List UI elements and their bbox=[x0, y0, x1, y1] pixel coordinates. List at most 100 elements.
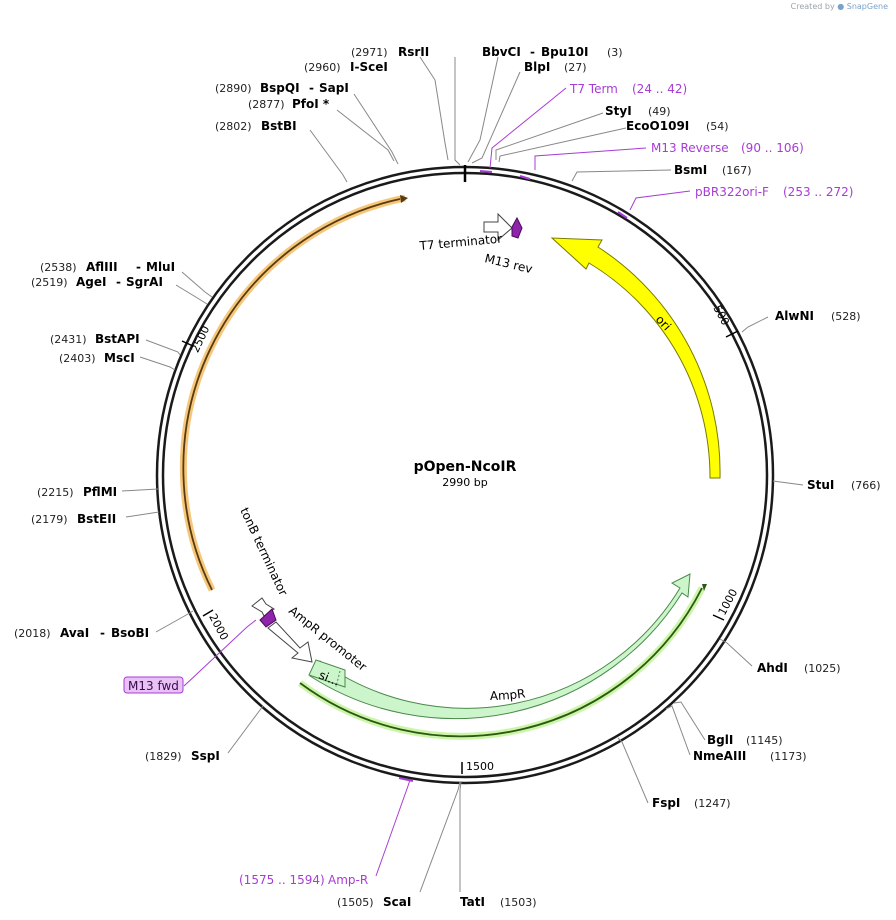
enzyme-bsteii[interactable]: (2179) BstEII bbox=[31, 512, 116, 526]
leader-stui bbox=[772, 480, 804, 486]
enzyme-position: (2519) bbox=[31, 276, 68, 289]
primer-pbr322ori-f[interactable]: pBR322ori-F (253 .. 272) bbox=[695, 185, 853, 199]
enzyme-name: AvaI bbox=[60, 626, 89, 640]
enzyme-stui[interactable]: StuI (766) bbox=[807, 478, 881, 492]
leader-bgli bbox=[673, 701, 706, 741]
leader-blpi bbox=[471, 71, 521, 164]
enzyme-styi[interactable]: StyI (49) bbox=[605, 104, 671, 118]
ampr-arc[interactable] bbox=[299, 587, 703, 738]
tick-mark-500 bbox=[725, 330, 739, 338]
leader-bstbi bbox=[309, 129, 348, 183]
enzyme-name: TatI bbox=[460, 895, 485, 909]
primer-range: (1575 .. 1594) bbox=[239, 873, 325, 887]
enzyme-name-2: BsoBI bbox=[111, 626, 149, 640]
leader-agei bbox=[175, 284, 208, 305]
watermark: Created by ● SnapGene bbox=[791, 2, 888, 11]
enzyme-bgli[interactable]: BglI (1145) bbox=[707, 733, 783, 747]
leader-i-scei bbox=[454, 57, 461, 166]
signal-sequence-feature[interactable] bbox=[308, 659, 346, 688]
enzyme-scai[interactable]: (1505) ScaI bbox=[337, 895, 411, 909]
leader-afliii bbox=[181, 271, 213, 298]
enzyme-i-scei[interactable]: (2960) I-SceI bbox=[304, 60, 388, 74]
ampr-label: AmpR bbox=[490, 686, 526, 703]
primer-m13-reverse[interactable]: M13 Reverse (90 .. 106) bbox=[651, 141, 804, 155]
enzyme-position: (1025) bbox=[804, 662, 841, 675]
m13-fwd-marker-icon[interactable] bbox=[259, 608, 277, 628]
enzyme-avai-bsobi[interactable]: (2018) AvaI - BsoBI bbox=[14, 626, 149, 640]
enzyme-separator: - bbox=[100, 626, 105, 640]
enzyme-bspqi-sapi[interactable]: (2890) BspQI - SapI bbox=[215, 81, 349, 95]
enzyme-fspi[interactable]: FspI (1247) bbox=[652, 796, 731, 810]
leader-pfoi bbox=[336, 109, 395, 162]
insert-arc[interactable] bbox=[182, 198, 401, 591]
enzyme-labels: (2971) RsrII BbvCI - Bpu10I (3) (2960) I… bbox=[14, 45, 881, 909]
enzyme-separator: - bbox=[309, 81, 314, 95]
enzyme-bbvci-bpu10i[interactable]: BbvCI - Bpu10I (3) bbox=[482, 45, 623, 59]
m13-rev-label: M13 rev bbox=[483, 251, 534, 276]
enzyme-position: (766) bbox=[851, 479, 881, 492]
enzyme-bsmi[interactable]: BsmI (167) bbox=[674, 163, 752, 177]
plasmid-length: 2990 bp bbox=[442, 476, 487, 489]
enzyme-position: (1247) bbox=[694, 797, 731, 810]
backbone-inner bbox=[161, 171, 769, 779]
enzyme-blpi[interactable]: BlpI (27) bbox=[524, 60, 587, 74]
enzyme-tati[interactable]: TatI (1503) bbox=[460, 895, 537, 909]
m13-rev-marker-icon[interactable] bbox=[511, 216, 523, 239]
watermark-prefix: Created by bbox=[790, 2, 835, 11]
ori-feature[interactable] bbox=[550, 237, 721, 479]
ampr-feature[interactable] bbox=[309, 573, 691, 720]
enzyme-rsrii[interactable]: (2971) RsrII bbox=[351, 45, 429, 59]
primer-name: T7 Term bbox=[569, 82, 618, 96]
enzyme-ecoo109i[interactable]: EcoO109I (54) bbox=[626, 119, 729, 133]
enzyme-name: EcoO109I bbox=[626, 119, 689, 133]
enzyme-pfoi[interactable]: (2877) PfoI * bbox=[248, 97, 330, 111]
enzyme-name: I-SceI bbox=[350, 60, 388, 74]
tick-label-500: 500 bbox=[711, 303, 732, 328]
primer-name: M13 fwd bbox=[128, 679, 179, 693]
plasmid-name: pOpen-NcoIR bbox=[414, 459, 517, 475]
enzyme-bstapi[interactable]: (2431) BstAPI bbox=[50, 332, 140, 346]
leader-ahdi bbox=[719, 638, 753, 667]
enzyme-name-2: SgrAI bbox=[126, 275, 163, 289]
primer-m13-fwd[interactable]: M13 fwd bbox=[123, 676, 184, 694]
tick-mark-2000 bbox=[202, 609, 214, 617]
enzyme-name: BsmI bbox=[674, 163, 707, 177]
enzyme-name-2: MluI bbox=[146, 260, 175, 274]
leader-bstapi bbox=[145, 339, 181, 356]
enzyme-ahdi[interactable]: AhdI (1025) bbox=[757, 661, 841, 675]
enzyme-bstbi[interactable]: (2802) BstBI bbox=[215, 119, 297, 133]
primer-name: pBR322ori-F bbox=[695, 185, 769, 199]
enzyme-separator: - bbox=[136, 260, 141, 274]
enzyme-sspi[interactable]: (1829) SspI bbox=[145, 749, 220, 763]
t7-terminator-arrow-icon[interactable] bbox=[483, 212, 513, 242]
ampr-promoter-arrow-icon[interactable] bbox=[267, 621, 313, 663]
enzyme-name: AhdI bbox=[757, 661, 788, 675]
enzyme-position: (2403) bbox=[59, 352, 96, 365]
primer-mark-amp-r bbox=[398, 777, 414, 782]
tick-label-1500: 1500 bbox=[466, 760, 494, 773]
enzyme-alwni[interactable]: AlwNI (528) bbox=[775, 309, 861, 323]
enzyme-name: MscI bbox=[104, 351, 135, 365]
enzyme-name: BstAPI bbox=[95, 332, 140, 346]
primer-name: M13 Reverse bbox=[651, 141, 729, 155]
leader-lines bbox=[121, 56, 804, 893]
enzyme-agei-sgrai[interactable]: (2519) AgeI - SgrAI bbox=[31, 275, 163, 289]
enzyme-position: (1503) bbox=[500, 896, 537, 909]
leader-sspi bbox=[227, 705, 264, 754]
primer-marks bbox=[398, 170, 628, 782]
enzyme-name: AlwNI bbox=[775, 309, 814, 323]
primer-amp-r[interactable]: (1575 .. 1594) Amp-R bbox=[239, 873, 368, 887]
primer-mark-m13-reverse bbox=[519, 175, 531, 180]
enzyme-position: (1145) bbox=[746, 734, 783, 747]
enzyme-afliii-mlui[interactable]: (2538) AflIII - MluI bbox=[40, 260, 175, 274]
primer-t7-term[interactable]: T7 Term (24 .. 42) bbox=[569, 82, 687, 96]
enzyme-name: ScaI bbox=[383, 895, 411, 909]
tonb-terminator-arrow-icon[interactable] bbox=[251, 597, 275, 617]
leader-alwni bbox=[741, 316, 769, 333]
enzyme-msci[interactable]: (2403) MscI bbox=[59, 351, 135, 365]
enzyme-nmeaiii[interactable]: NmeAIII (1173) bbox=[693, 749, 807, 763]
primer-range: (253 .. 272) bbox=[783, 185, 853, 199]
enzyme-separator: - bbox=[116, 275, 121, 289]
enzyme-pflmi[interactable]: (2215) PflMI bbox=[37, 485, 117, 499]
enzyme-position: (2179) bbox=[31, 513, 68, 526]
